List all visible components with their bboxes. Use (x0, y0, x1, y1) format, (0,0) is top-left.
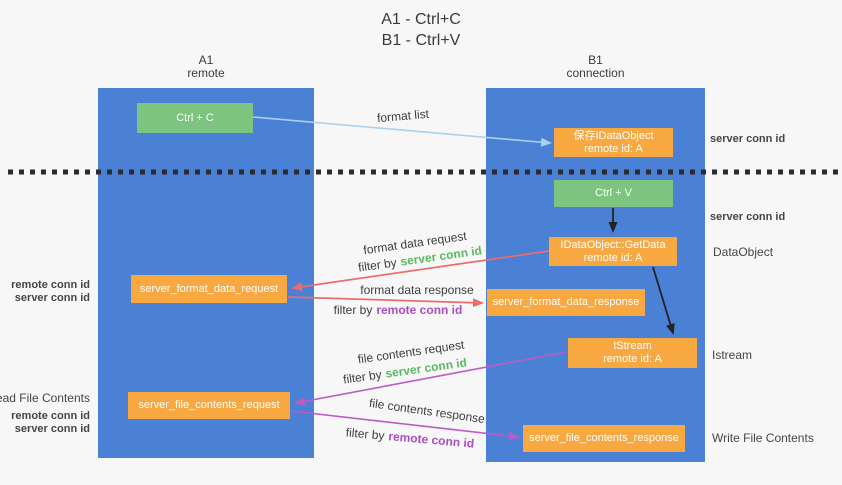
save-idataobject-line1: 保存IDataObject (573, 129, 654, 142)
server-file-contents-response-box: server_file_contents_response (523, 425, 685, 452)
istream-annotation: Istream (712, 348, 753, 362)
istream-box: IStream remote id: A (568, 338, 697, 368)
format-data-response-label: format data response (360, 283, 474, 297)
server-file-contents-request-box: server_file_contents_request (128, 392, 290, 419)
server-conn-id-annotation-mid-right: server conn id (710, 211, 786, 223)
getdata-line2: remote id: A (583, 251, 643, 264)
remote-conn-id-annotation-left-top: remote conn id (11, 279, 90, 291)
column-header-a1: A1 remote (98, 54, 314, 80)
filter-by-text: filter by (333, 303, 373, 317)
file-request-label: server_file_contents_request (138, 399, 280, 411)
title-line-1: A1 - Ctrl+C (381, 11, 461, 28)
getdata-line1: IDataObject::GetData (560, 238, 666, 251)
title-line-2: B1 - Ctrl+V (381, 32, 461, 49)
file-contents-response-label: file contents response (368, 395, 486, 427)
server-conn-id-annotation-left-bottom: server conn id (14, 423, 90, 435)
column-b1-name: B1 (588, 53, 603, 67)
read-file-contents-annotation: Read File Contents (0, 391, 90, 405)
server-format-data-request-box: server_format_data_request (131, 275, 287, 303)
remote-conn-id-text: remote conn id (376, 303, 463, 317)
column-header-b1: B1 connection (486, 54, 705, 80)
filter-by-text: filter by (357, 255, 398, 275)
remote-conn-id-text: remote conn id (387, 429, 475, 451)
dataobject-annotation: DataObject (713, 245, 774, 259)
istream-line2: remote id: A (603, 353, 662, 365)
write-file-contents-annotation: Write File Contents (712, 431, 814, 445)
server-conn-id-annotation-left-top: server conn id (14, 292, 90, 304)
ctrl-v-action-box: Ctrl + V (554, 180, 673, 207)
ctrl-v-label: Ctrl + V (595, 187, 632, 199)
column-a1-role: remote (187, 66, 225, 80)
save-idataobject-box: 保存IDataObject remote id: A (554, 128, 673, 157)
remote-conn-id-annotation-left-bottom: remote conn id (11, 410, 90, 422)
column-b1-role: connection (566, 66, 625, 80)
ctrl-c-label: Ctrl + C (176, 111, 214, 124)
file-response-label: server_file_contents_response (529, 432, 679, 444)
istream-line1: IStream (613, 340, 652, 352)
filter-by-text: filter by (342, 367, 383, 387)
filter-by-text: filter by (345, 425, 386, 443)
format-request-label: server_format_data_request (139, 282, 279, 295)
server-conn-id-annotation-top-right: server conn id (710, 133, 786, 145)
server-format-data-response-box: server_format_data_response (487, 289, 645, 316)
idataobject-getdata-box: IDataObject::GetData remote id: A (549, 237, 677, 266)
format-response-label: server_format_data_response (492, 296, 640, 308)
save-idataobject-line2: remote id: A (584, 142, 643, 155)
diagram-title: A1 - Ctrl+C B1 - Ctrl+V (0, 9, 842, 51)
column-a1-name: A1 (198, 53, 214, 67)
ctrl-c-action-box: Ctrl + C (137, 103, 253, 133)
format-list-label: format list (376, 106, 430, 126)
